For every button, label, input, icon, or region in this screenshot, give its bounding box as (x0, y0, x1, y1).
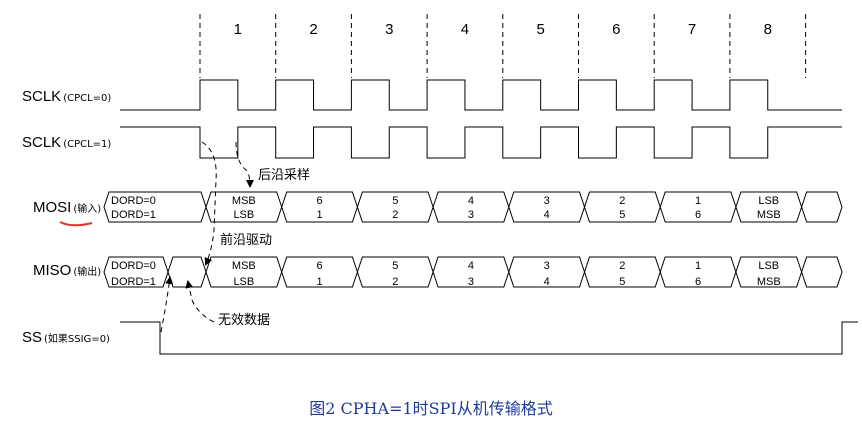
mosi-bit-top: 2 (619, 195, 625, 207)
mosi-dord0: DORD=0 (111, 195, 156, 207)
red-underline-mark (59, 221, 93, 227)
signal-labels: SCLK(CPCL=0) SCLK(CPCL=1) MOSI(输入) MISO(… (22, 88, 111, 346)
drive-annotation: 前沿驱动 (220, 232, 272, 248)
mosi-bit-bottom: MSB (757, 209, 781, 221)
mosi-bit-bottom: 4 (544, 209, 550, 221)
miso-bit-top: 3 (544, 260, 550, 272)
bit-number: 2 (309, 21, 317, 38)
miso-bit-top: 6 (316, 260, 322, 272)
miso-bit-top: MSB (232, 260, 256, 272)
mosi-bit-bottom: 1 (316, 209, 322, 221)
miso-bit-bottom: MSB (757, 276, 781, 288)
mosi-bit-bottom: 6 (695, 209, 701, 221)
bit-number: 5 (536, 21, 544, 38)
miso-label: MISO(输出) (33, 262, 101, 279)
miso-bit-top: 1 (695, 260, 701, 272)
mosi-label: MOSI(输入) (33, 199, 101, 216)
miso-bit-top: 5 (392, 260, 398, 272)
mosi-bit-top: 4 (468, 195, 474, 207)
bit-boundary-lines (199, 14, 807, 78)
bit-number-labels: 1 2 3 4 5 6 7 8 (234, 21, 772, 38)
figure-caption: 图2 CPHA=1时SPI从机传输格式 (309, 399, 552, 418)
mosi-bit-bottom: LSB (233, 209, 254, 221)
mosi-bit-top: 1 (695, 195, 701, 207)
mosi-bit-top: MSB (232, 195, 256, 207)
sample-arrow (235, 141, 254, 188)
invalid-arrow-left (160, 276, 174, 333)
invalid-arrow-right (185, 280, 215, 323)
sclk-cpol1-label: SCLK(CPCL=1) (22, 134, 111, 151)
miso-bit-top: 2 (619, 260, 625, 272)
bit-number: 3 (385, 21, 393, 38)
miso-bit-bottom: 1 (316, 276, 322, 288)
invalid-annotation: 无效数据 (218, 313, 270, 328)
mosi-bus-waveform (103, 191, 843, 223)
miso-bus-waveform (103, 256, 843, 288)
mosi-dord1: DORD=1 (111, 209, 156, 221)
mosi-dord-labels: DORD=0 DORD=1 (111, 195, 156, 221)
drive-arrow (201, 141, 217, 266)
miso-bit-bottom: 3 (468, 276, 474, 288)
miso-bit-bottom: 4 (544, 276, 550, 288)
mosi-bit-top: 3 (544, 195, 550, 207)
miso-bit-bottom: 5 (619, 276, 625, 288)
sclk-cpol0-waveform (120, 79, 842, 111)
sample-annotation: 后沿采样 (258, 168, 310, 183)
miso-bit-bottom: 6 (695, 276, 701, 288)
miso-bit-bottom: 2 (392, 276, 398, 288)
miso-bit-top: LSB (758, 260, 779, 272)
miso-dord1: DORD=1 (111, 276, 156, 288)
miso-dord-labels: DORD=0 DORD=1 (111, 260, 156, 288)
mosi-bit-top: 5 (392, 195, 398, 207)
miso-bit-top: 4 (468, 260, 474, 272)
sclk-cpol1-waveform (120, 126, 842, 159)
mosi-bit-top: 6 (316, 195, 322, 207)
miso-dord0: DORD=0 (111, 260, 156, 272)
bit-number: 1 (234, 21, 242, 38)
bit-number: 8 (764, 21, 772, 38)
mosi-bit-bottom: 2 (392, 209, 398, 221)
mosi-bit-bottom: 3 (468, 209, 474, 221)
mosi-bit-top: LSB (758, 195, 779, 207)
bit-number: 6 (612, 21, 620, 38)
ss-label: SS(如果SSIG=0) (22, 329, 110, 346)
mosi-bit-bottom: 5 (619, 209, 625, 221)
bit-number: 4 (461, 21, 469, 38)
bit-number: 7 (688, 21, 696, 38)
miso-bit-bottom: LSB (233, 276, 254, 288)
ss-waveform (120, 321, 858, 355)
sclk-cpol0-label: SCLK(CPCL=0) (22, 88, 111, 105)
